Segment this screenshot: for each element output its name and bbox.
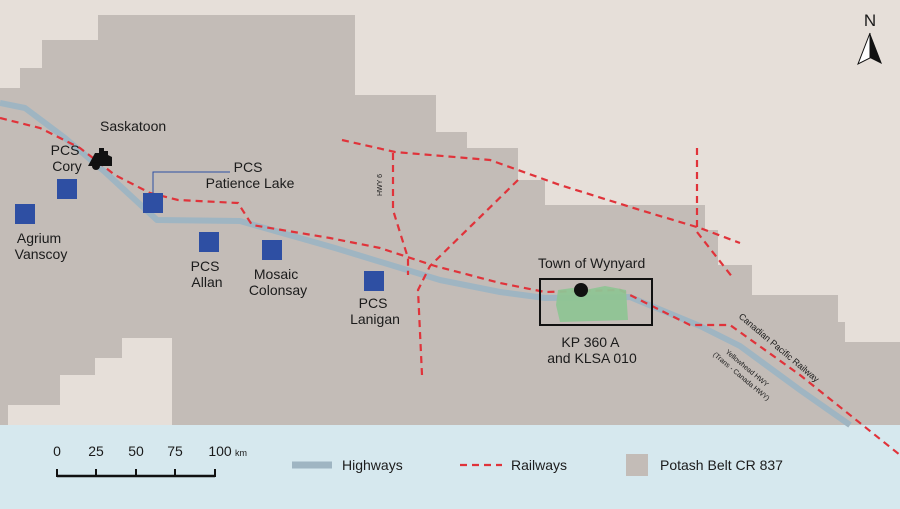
label-pcs-patience-lake: PCS Patience Lake <box>206 159 295 191</box>
label-pcs-allan-line2: Allan <box>191 274 222 290</box>
railway-north-line <box>341 138 741 245</box>
scale-label-100: 100 <box>208 443 232 459</box>
scale-label-50: 50 <box>128 443 144 459</box>
legend: Highways Railways Potash Belt CR 837 <box>292 454 783 476</box>
label-pcs-patience-lake-line2: Patience Lake <box>206 175 295 191</box>
water-strip <box>0 425 900 509</box>
label-town-of-wynyard: Town of Wynyard <box>538 255 645 271</box>
legend-potash-swatch <box>626 454 648 476</box>
north-label: N <box>864 11 876 30</box>
label-hwy6: HWY 6 <box>377 174 384 196</box>
label-pcs-lanigan-line2: Lanigan <box>350 311 400 327</box>
mine-mosaic-colonsay <box>262 240 282 260</box>
label-pcs-lanigan-line1: PCS <box>359 295 388 311</box>
project-area <box>556 286 628 322</box>
north-arrow-icon <box>857 32 882 66</box>
label-pcs-cory: PCS Cory <box>51 142 84 174</box>
label-pcs-patience-lake-line1: PCS <box>234 159 263 175</box>
scale-label-75: 75 <box>167 443 183 459</box>
label-mosaic-colonsay-line2: Colonsay <box>249 282 307 298</box>
label-kp360-line2: and KLSA 010 <box>547 350 637 366</box>
mine-pcs-lanigan <box>364 271 384 291</box>
legend-railway-label: Railways <box>511 457 567 473</box>
mine-pcs-allan <box>199 232 219 252</box>
city-saskatoon-icon <box>88 148 112 170</box>
label-agrium-vanscoy: Agrium Vanscoy <box>15 230 68 262</box>
label-agrium-vanscoy-line2: Vanscoy <box>15 246 68 262</box>
railway-diagonal-line <box>416 179 519 376</box>
wynyard-town-icon <box>574 283 588 297</box>
legend-potash-label: Potash Belt CR 837 <box>660 457 783 473</box>
label-kp360: KP 360 A and KLSA 010 <box>547 334 637 366</box>
scale-label-25: 25 <box>88 443 104 459</box>
belt-gap <box>8 338 172 430</box>
label-pcs-lanigan: PCS Lanigan <box>350 295 400 327</box>
legend-highway-label: Highways <box>342 457 403 473</box>
label-pcs-allan: PCS Allan <box>191 258 224 290</box>
mine-pcs-cory <box>57 179 77 199</box>
railway-east-spur <box>695 148 734 279</box>
scale-bar: 0 25 50 75 100 km <box>53 443 247 478</box>
label-mosaic-colonsay: Mosaic Colonsay <box>249 266 307 298</box>
railway-network <box>0 116 900 456</box>
railway-main-line <box>0 116 900 456</box>
project-area-frame <box>539 278 653 326</box>
scale-label-0: 0 <box>53 443 61 459</box>
mine-agrium-vanscoy <box>15 204 35 224</box>
label-pcs-cory-line1: PCS <box>51 142 80 158</box>
label-kp360-line1: KP 360 A <box>561 334 620 350</box>
label-pcs-allan-line1: PCS <box>191 258 220 274</box>
label-saskatoon: Saskatoon <box>100 118 166 134</box>
highway-yellowhead <box>0 100 852 428</box>
scale-unit: km <box>235 448 247 458</box>
label-mosaic-colonsay-line1: Mosaic <box>254 266 298 282</box>
patience-lake-leader <box>152 171 230 195</box>
label-agrium-vanscoy-line1: Agrium <box>17 230 61 246</box>
railway-hwy6-line <box>391 153 410 275</box>
label-pcs-cory-line2: Cory <box>52 158 82 174</box>
mine-pcs-patience-lake <box>143 193 163 213</box>
potash-belt-area <box>0 15 900 430</box>
